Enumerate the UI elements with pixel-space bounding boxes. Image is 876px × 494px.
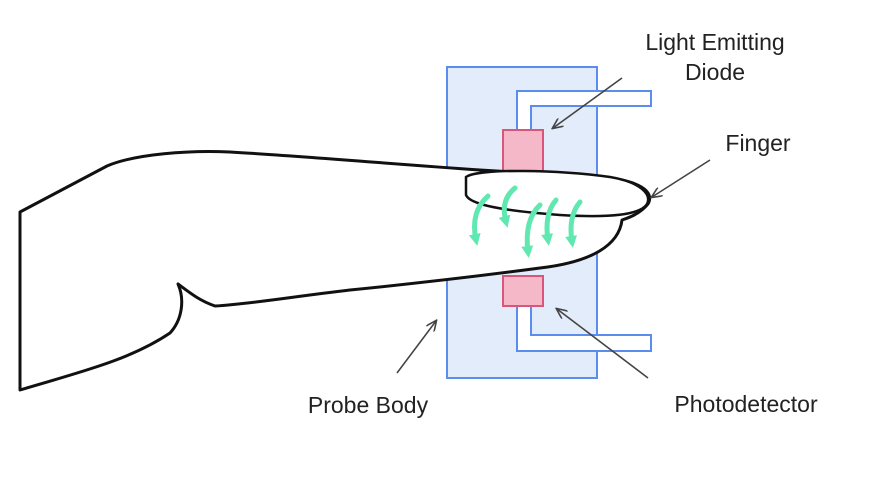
photodetector xyxy=(502,275,544,307)
finger-label: Finger xyxy=(725,130,791,156)
led-pointer xyxy=(553,77,623,128)
finger-pointer xyxy=(652,159,711,197)
down-arrow-icon xyxy=(468,193,491,246)
photodetector-label: Photodetector xyxy=(674,391,818,417)
probe-body-label: Probe Body xyxy=(308,392,429,418)
photodetector-bracket xyxy=(516,306,652,352)
down-arrow-icon xyxy=(541,197,559,246)
led-bracket xyxy=(516,90,652,130)
down-arrow-icon xyxy=(565,199,583,248)
down-arrow-icon xyxy=(521,202,543,258)
down-arrow-icon xyxy=(498,185,518,228)
photodetector-pointer xyxy=(557,309,649,379)
led-label-line2: Diode xyxy=(685,59,745,85)
led-label-line1: Light Emitting xyxy=(645,29,784,55)
probe-body-pointer xyxy=(396,321,436,374)
finger-outline xyxy=(18,150,652,392)
light-rays xyxy=(468,185,583,258)
light-emitting-diode xyxy=(502,129,544,172)
